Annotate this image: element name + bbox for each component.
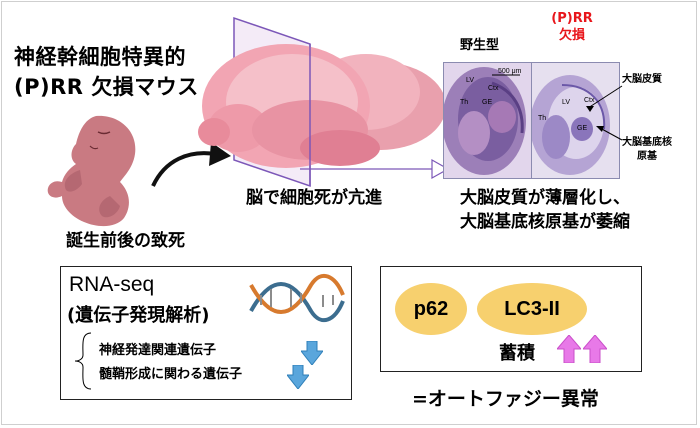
lv-label-ko: LV bbox=[562, 99, 571, 106]
wildtype-label: 野生型 bbox=[460, 38, 500, 53]
knockout-label-line1: (P)RR bbox=[551, 11, 593, 26]
dna-helix-icon bbox=[249, 273, 345, 323]
down-arrow-icon bbox=[301, 341, 323, 365]
brain-caption: 脳で細胞死が亢進 bbox=[246, 188, 382, 208]
knockout-label: (P)RR 欠損 bbox=[542, 10, 602, 44]
conclusion-line2: 大脳基底核原基が萎縮 bbox=[460, 212, 630, 232]
p62-label: p62 bbox=[413, 297, 449, 320]
rnaseq-item-1: 神経発達関連遺伝子 bbox=[99, 343, 217, 358]
scale-bar-label: 500 μm bbox=[498, 68, 522, 75]
knockout-label-line2: 欠損 bbox=[558, 28, 585, 43]
rnaseq-item-2: 髄鞘形成に関わる遺伝子 bbox=[99, 367, 243, 382]
ctx-label-ko: Ctx bbox=[584, 97, 595, 104]
ge-primordium-label: 大脳基底核 原基 bbox=[622, 136, 672, 164]
p62-bubble: p62 bbox=[395, 283, 467, 335]
down-arrow-icon bbox=[287, 365, 309, 389]
micrograph-wildtype-image bbox=[444, 63, 531, 178]
embryo-illustration bbox=[47, 115, 136, 227]
cortex-label: 大脳皮質 bbox=[622, 74, 662, 85]
autophagy-abnormal-label: =オートファジー異常 bbox=[412, 388, 599, 410]
micrograph-knockout-image bbox=[532, 63, 619, 178]
lv-label-wt: LV bbox=[466, 77, 475, 84]
conclusion-line1: 大脳皮質が薄層化し、 bbox=[460, 188, 630, 208]
ge-primordium-line1: 大脳基底核 bbox=[622, 137, 672, 148]
title-line1: 神経幹細胞特異的 bbox=[14, 45, 186, 69]
th-label-wt: Th bbox=[460, 99, 469, 106]
micrograph-wildtype: 500 μm LV Ctx Th GE bbox=[443, 62, 532, 179]
accumulation-label: 蓄積 bbox=[499, 343, 535, 364]
right-arrow-icon bbox=[300, 158, 450, 180]
conclusion-text: 大脳皮質が薄層化し、 大脳基底核原基が萎縮 bbox=[460, 186, 630, 234]
micrograph-knockout: LV Ctx Th GE bbox=[531, 62, 620, 179]
autophagy-panel: p62 LC3-II 蓄積 bbox=[380, 266, 642, 372]
lc3-bubble: LC3-II bbox=[477, 283, 587, 335]
ge-label-wt: GE bbox=[482, 99, 493, 106]
ge-label-ko: GE bbox=[577, 125, 588, 132]
up-arrow-icon bbox=[583, 335, 607, 363]
th-label-ko: Th bbox=[538, 115, 547, 122]
rnaseq-panel: RNA-seq (遺伝子発現解析) 神経発達関連遺伝子 髄鞘形成に関わる遺伝子 bbox=[60, 266, 352, 400]
ge-primordium-line2: 原基 bbox=[637, 151, 657, 162]
figure-title: 神経幹細胞特異的 (P)RR 欠損マウス bbox=[14, 42, 199, 102]
title-line2: (P)RR 欠損マウス bbox=[14, 75, 199, 99]
lc3-label: LC3-II bbox=[504, 297, 560, 320]
rnaseq-title: RNA-seq bbox=[69, 273, 155, 296]
embryo-caption: 誕生前後の致死 bbox=[66, 231, 185, 251]
ctx-label-wt: Ctx bbox=[488, 85, 499, 92]
curved-arrow-icon bbox=[151, 142, 231, 187]
up-arrow-icon bbox=[557, 335, 581, 363]
rnaseq-subtitle: (遺伝子発現解析) bbox=[67, 305, 210, 326]
pointer-arrows bbox=[586, 85, 623, 141]
brace-icon bbox=[74, 332, 92, 390]
brain-illustration bbox=[198, 16, 446, 188]
